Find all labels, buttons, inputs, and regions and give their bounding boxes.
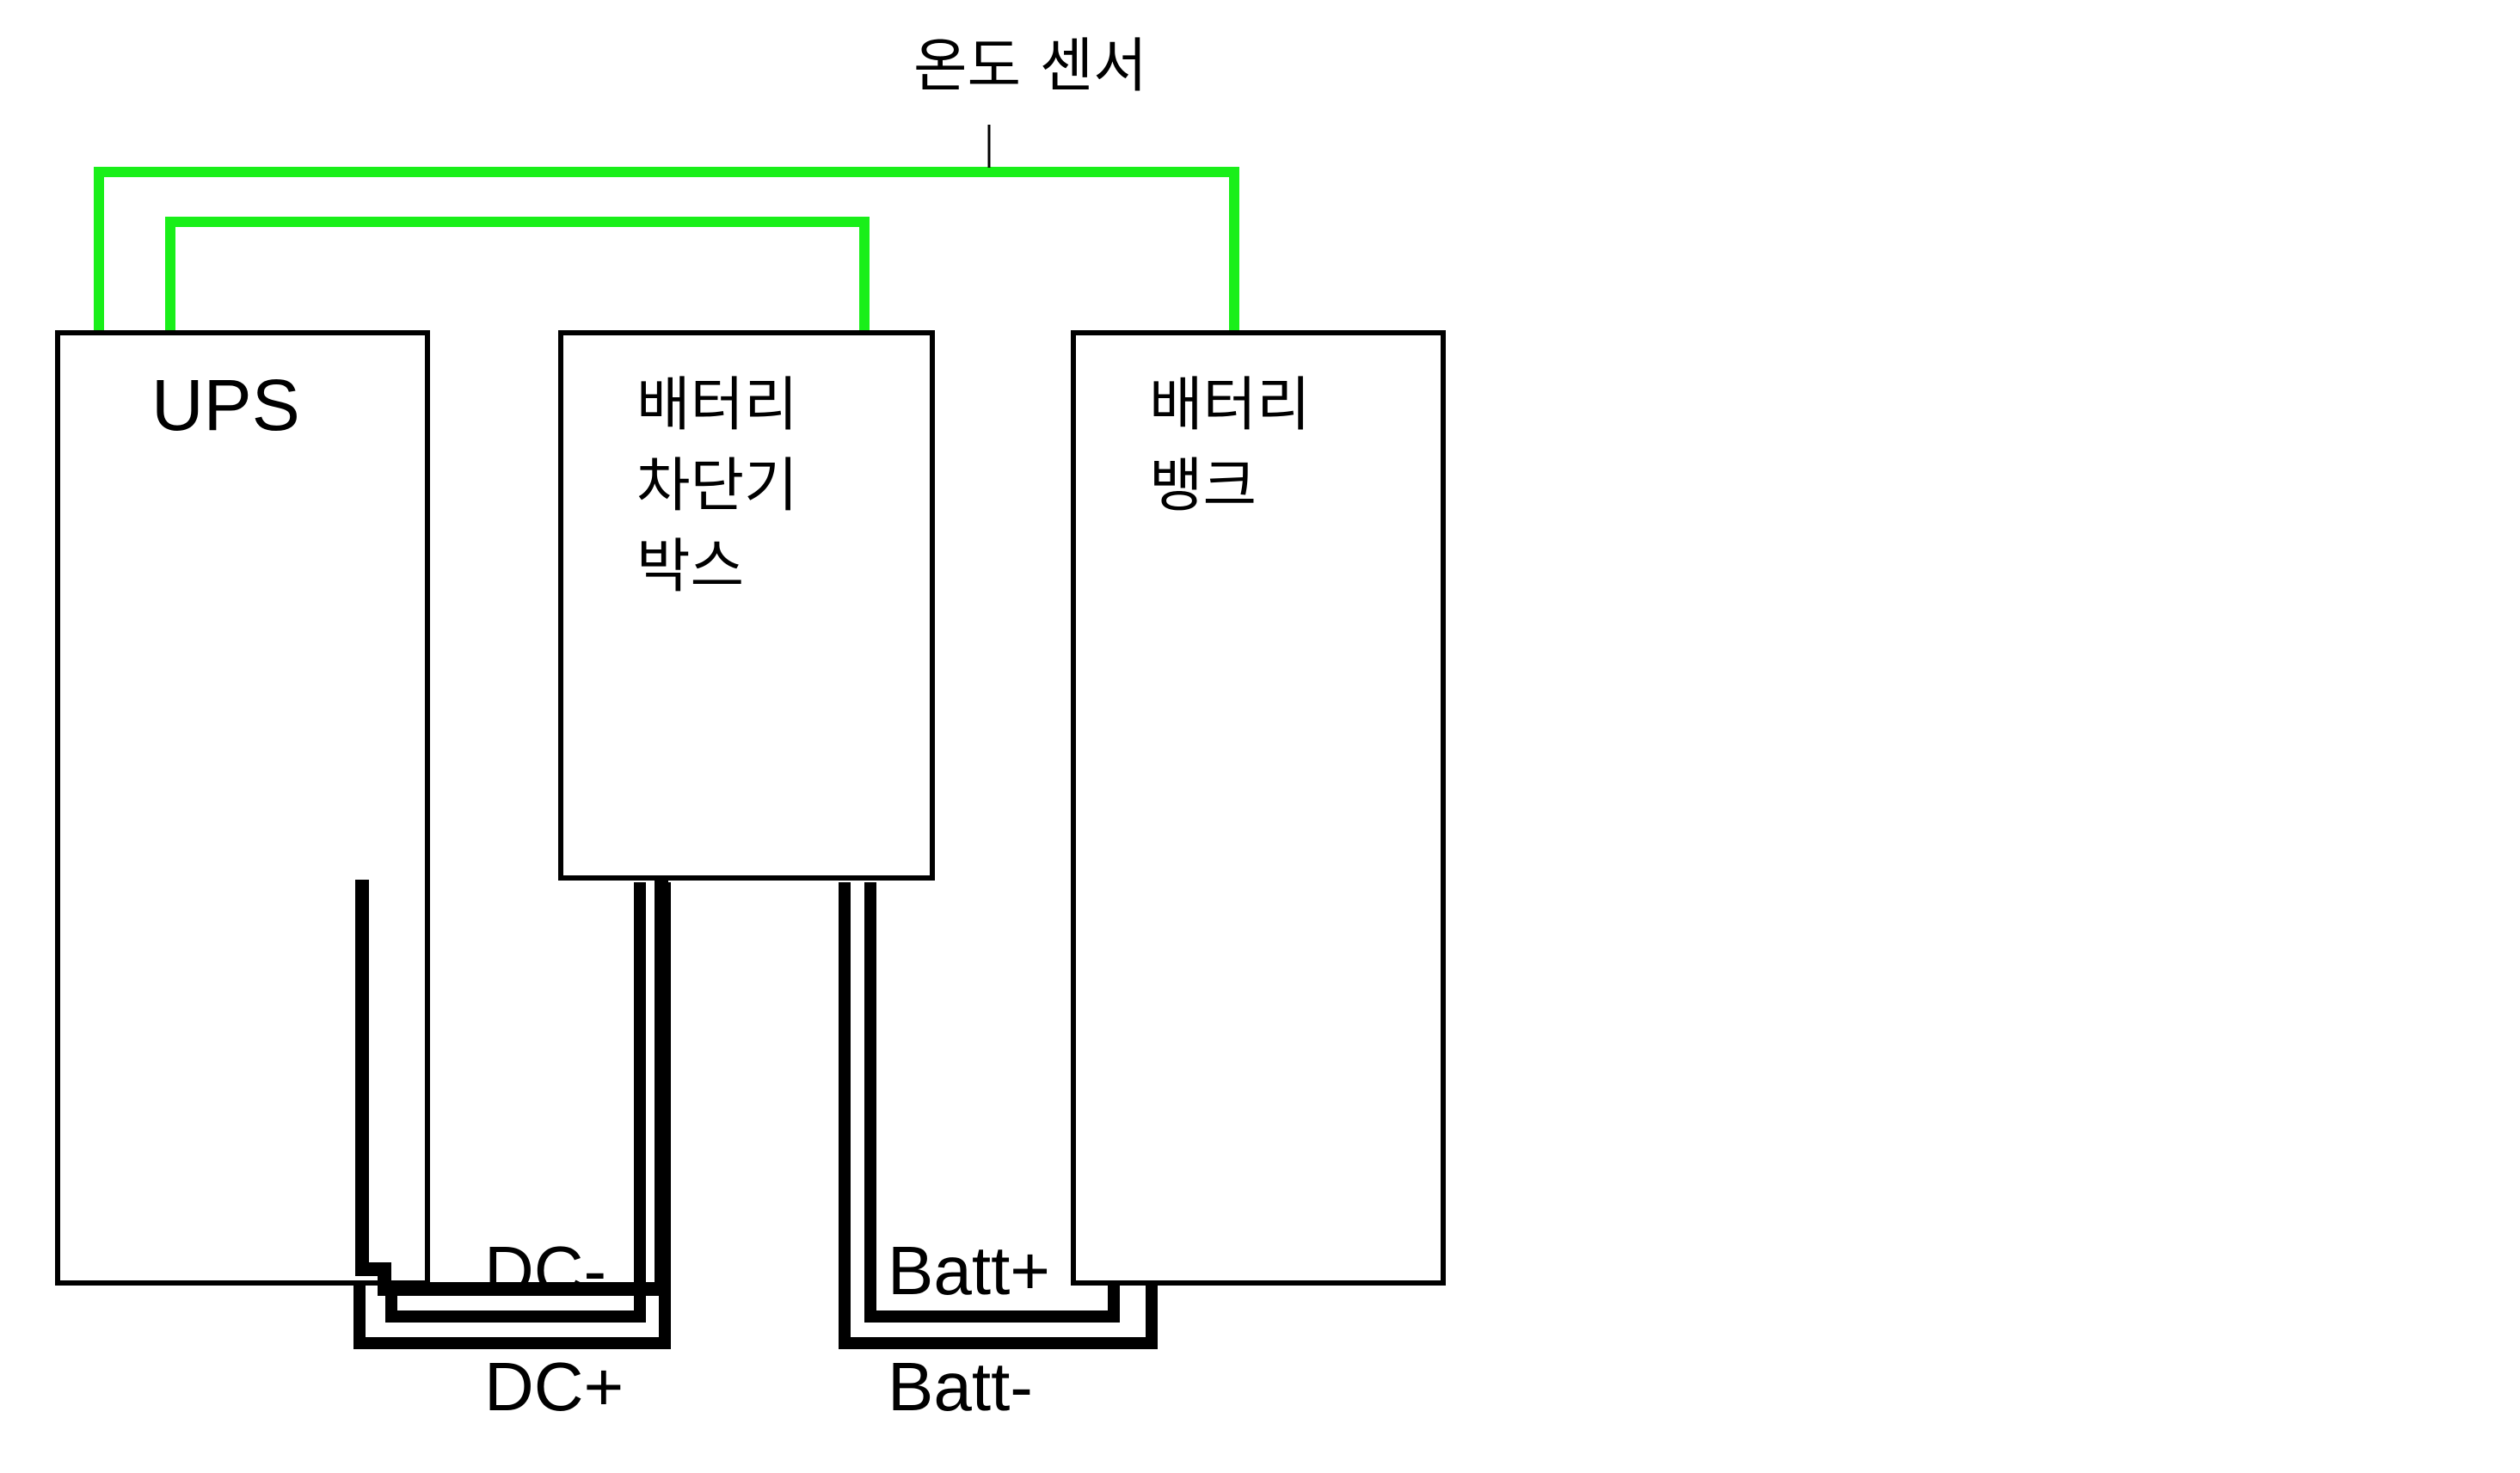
breaker-box-label-line-1: 배터리 [636, 371, 798, 439]
batt-minus-conductor [839, 882, 1158, 1349]
breaker-box-label-line-2: 차단기 [636, 452, 798, 520]
battery-bank-label-line-2: 뱅크 [1149, 452, 1257, 520]
dc-plus-conductor [353, 882, 671, 1349]
batt-plus-conductor [864, 882, 1120, 1323]
battery-breaker-box [558, 330, 935, 881]
batt-minus-label: Batt- [888, 1348, 1033, 1425]
ups-box [55, 330, 430, 1286]
dc-plus-label: DC+ [484, 1348, 624, 1425]
battery-bank-label-line-1: 배터리 [1149, 371, 1311, 439]
dc-minus-conductor [385, 882, 646, 1323]
breaker-box-label-line-3: 박스 [636, 533, 744, 601]
sensor-label: 온도 센서 [913, 33, 1147, 101]
sensor-wire-ups-to-battery-bank [94, 167, 1239, 331]
batt-plus-label: Batt+ [888, 1232, 1050, 1309]
ups-label: UPS [151, 365, 300, 445]
battery-bank-box [1071, 330, 1446, 1286]
sensor-wire-ups-to-breaker-box [165, 217, 870, 331]
dc-minus-label: DC- [484, 1232, 606, 1309]
